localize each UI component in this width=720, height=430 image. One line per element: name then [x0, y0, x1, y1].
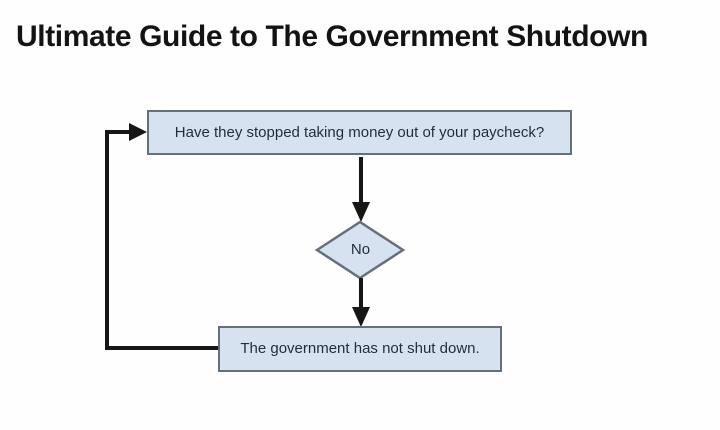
result-box-label: The government has not shut down. [240, 340, 480, 357]
decision-diamond [314, 220, 406, 280]
question-box-label: Have they stopped taking money out of yo… [174, 123, 545, 141]
page-title: Ultimate Guide to The Government Shutdow… [16, 20, 648, 53]
question-box: Have they stopped taking money out of yo… [147, 110, 572, 155]
result-box: The government has not shut down. [218, 326, 502, 372]
decision-diamond-label: No [350, 241, 371, 258]
loopback-arrowhead-icon [129, 123, 147, 141]
loopback-line [105, 130, 218, 350]
question-to-decision-arrowhead-icon [352, 202, 370, 222]
decision-to-result-arrowhead-icon [352, 307, 370, 327]
